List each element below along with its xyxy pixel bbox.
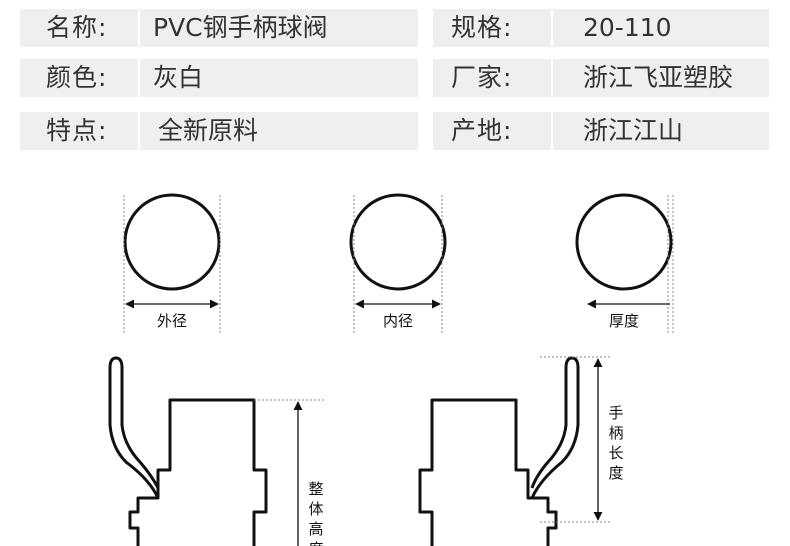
spec-label: 产地: [451,116,513,145]
spec-cell-size: 规格: 20-110 [433,9,769,47]
spec-cell-origin: 产地: 浙江江山 [433,112,769,150]
total-height-char: 度 [308,540,323,546]
spec-cell-maker: 厂家: 浙江飞亚塑胶 [433,59,769,97]
inner-diameter-figure: 内径 [349,193,447,334]
thickness-label: 厚度 [609,312,639,330]
total-height-char: 体 [308,500,323,518]
valve-outline-left [108,356,324,546]
valve-body-left [128,398,268,546]
spec-cell-name: 名称: PVC钢手柄球阀 [20,9,418,47]
spec-label: 规格: [451,13,513,42]
thickness-circle [575,193,673,291]
spec-divider [138,59,140,97]
thickness-figure: 厚度 [575,193,674,334]
spec-divider [551,9,553,47]
valve-outline-right [418,356,610,546]
spec-label: 特点: [46,116,108,145]
spec-cell-color: 颜色: 灰白 [20,59,418,97]
spec-value: 全新原料 [158,116,259,145]
handle-length-char: 手 [608,404,623,422]
spec-divider [551,112,553,150]
valve-handle-right [530,356,580,499]
valve-handle-left [108,356,160,499]
spec-label: 名称: [46,13,108,42]
spec-divider [138,112,140,150]
spec-label: 颜色: [46,63,108,92]
outer-diameter-figure: 外径 [123,193,221,334]
spec-label: 厂家: [451,63,513,92]
handle-length-char: 柄 [608,424,623,442]
handle-length-char: 度 [608,464,623,482]
spec-value: 灰白 [153,63,204,92]
inner-diameter-label: 内径 [383,312,413,330]
handle-length-char: 长 [608,444,623,462]
spec-value: 浙江江山 [583,116,684,145]
total-height-char: 整 [308,480,323,498]
total-height-char: 高 [308,520,323,538]
spec-value: 20-110 [583,13,672,42]
spec-value: 浙江飞亚塑胶 [583,63,734,92]
spec-cell-feature: 特点: 全新原料 [20,112,418,150]
inner-circle [349,193,447,291]
outer-diameter-label: 外径 [157,312,187,330]
valve-body-right [418,398,558,546]
outer-circle [123,193,221,291]
spec-divider [138,9,140,47]
spec-value: PVC钢手柄球阀 [153,13,328,42]
spec-divider [551,59,553,97]
